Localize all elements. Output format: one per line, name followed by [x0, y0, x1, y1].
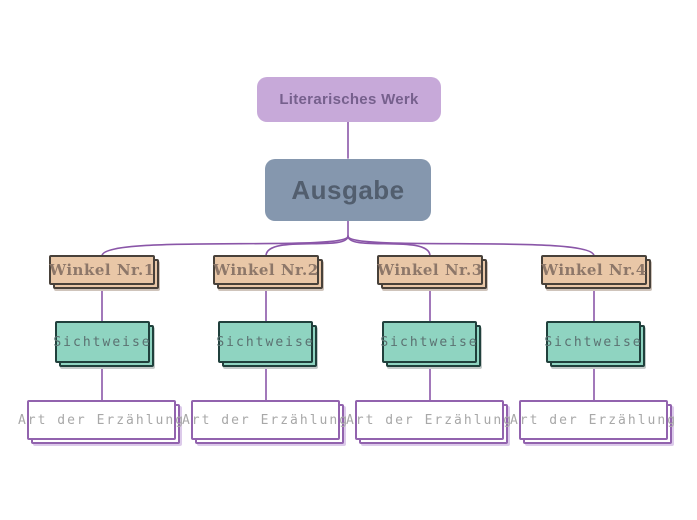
connector-edition-angle-3: [347, 235, 431, 257]
node-winkel-3[interactable]: Winkel Nr.3: [377, 255, 483, 285]
node-sichtweise-3[interactable]: Sichtweise: [380, 321, 477, 363]
node-ausgabe[interactable]: Ausgabe: [265, 159, 431, 221]
node-art-der-erzaehlung-2[interactable]: Art der Erzählung: [182, 400, 347, 440]
node-winkel-2[interactable]: Winkel Nr.2: [213, 255, 319, 285]
connector-edition-angle-1: [101, 235, 349, 257]
node-sichtweise-2[interactable]: Sichtweise: [216, 321, 313, 363]
node-art-der-erzaehlung-3[interactable]: Art der Erzählung: [346, 400, 511, 440]
node-literarisches-werk[interactable]: Literarisches Werk: [257, 77, 441, 122]
node-winkel-4[interactable]: Winkel Nr.4: [541, 255, 647, 285]
connector-edition-angle-4: [347, 235, 595, 257]
node-art-der-erzaehlung-1[interactable]: Art der Erzählung: [18, 400, 183, 440]
node-sichtweise-4[interactable]: Sichtweise: [544, 321, 641, 363]
node-winkel-1[interactable]: Winkel Nr.1: [49, 255, 155, 285]
connector-edition-angle-2: [265, 235, 349, 257]
node-art-der-erzaehlung-4[interactable]: Art der Erzählung: [510, 400, 675, 440]
node-sichtweise-1[interactable]: Sichtweise: [53, 321, 150, 363]
